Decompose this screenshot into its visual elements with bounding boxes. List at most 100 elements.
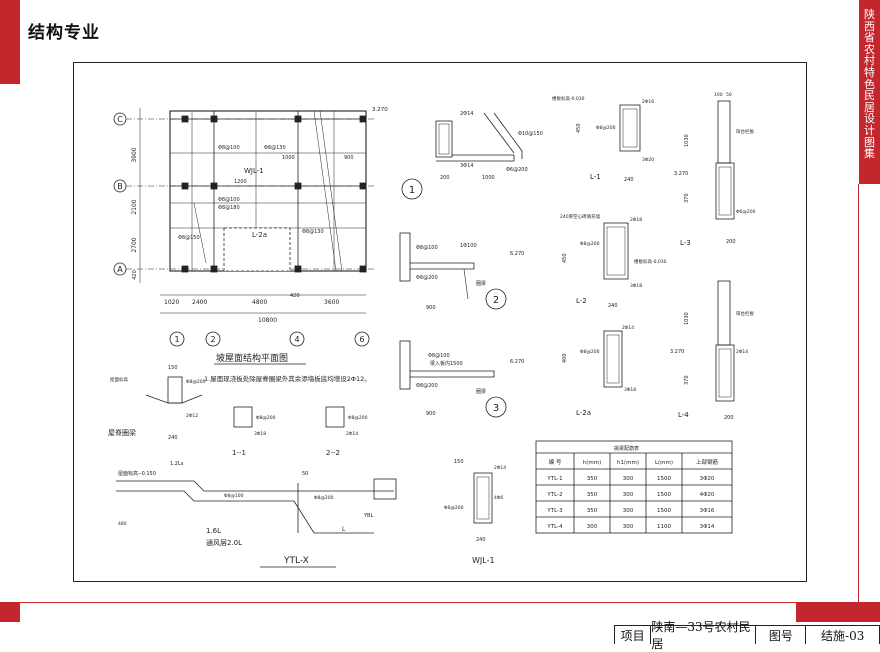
svg-text:Φ8@100: Φ8@100: [224, 493, 244, 499]
svg-text:1.2Ls: 1.2Ls: [170, 461, 184, 467]
drawing-number: 结施-03: [806, 626, 880, 644]
plan-rebar-2: Φ8@130: [264, 145, 286, 151]
svg-text:Φ6@200: Φ6@200: [506, 167, 528, 173]
table-cell: 300: [623, 508, 634, 514]
dim-total: 10800: [258, 317, 277, 324]
dim-top-1: 1020: [164, 299, 179, 306]
section-2: 6.270 Φ8@100 Φ8@200 1Φ100 900 圈梁 2: [399, 232, 524, 311]
axis-col-1: 1: [174, 335, 179, 344]
axis-col-4: 4: [294, 335, 299, 344]
wjl1-detail: 150 2Φ14 4Φ6 Φ6@200 240 WJL-1: [444, 459, 506, 565]
axis-col-6: 6: [359, 335, 364, 344]
dim-left-1: 3900: [131, 147, 138, 162]
svg-text:YBL: YBL: [363, 513, 373, 519]
svg-text:200: 200: [724, 415, 734, 421]
svg-text:480: 480: [118, 521, 127, 527]
side-title-char: 省: [864, 31, 875, 45]
svg-text:通风层2.0L: 通风层2.0L: [206, 538, 242, 547]
plan-title: 坡屋面结构平面图: [216, 352, 288, 364]
svg-text:240: 240: [624, 177, 634, 183]
svg-text:梁入板内1500: 梁入板内1500: [430, 360, 463, 367]
plan-rebar-5: Φ8@130: [302, 229, 324, 235]
svg-text:2Φ14: 2Φ14: [346, 431, 358, 437]
svg-text:圈梁: 圈梁: [476, 280, 486, 287]
svg-text:3.270: 3.270: [674, 171, 688, 177]
svg-text:1Φ100: 1Φ100: [460, 243, 477, 249]
svg-text:150: 150: [168, 365, 178, 371]
axis-row-b: B: [117, 182, 123, 191]
table-cell: 350: [587, 476, 598, 482]
table-cell: 3Φ16: [700, 508, 715, 514]
section-1-number: 1: [409, 185, 415, 196]
svg-text:阳台栏板: 阳台栏板: [736, 310, 754, 317]
cut-2-title: 2--2: [326, 449, 340, 457]
dim-top-5: 3600: [324, 299, 339, 306]
side-title-char: 村: [864, 54, 875, 68]
svg-text:Φ8@100: Φ8@100: [416, 245, 438, 251]
svg-text:4Φ6: 4Φ6: [494, 495, 503, 501]
side-title-char: 居: [864, 100, 875, 114]
table-cell: 1500: [657, 508, 671, 514]
plan-dim-1000: 1000: [282, 155, 295, 161]
svg-text:450: 450: [562, 253, 568, 263]
svg-text:240: 240: [476, 537, 486, 543]
footer-line: [20, 602, 796, 603]
svg-text:370: 370: [684, 375, 690, 385]
table-cell: YTL-3: [546, 508, 563, 514]
beam-l1-title: L-1: [590, 173, 601, 181]
svg-text:240: 240: [608, 303, 618, 309]
plan-label-l2a: L-2a: [252, 231, 267, 239]
svg-text:Φ8@200: Φ8@200: [348, 415, 368, 421]
axis-col-2: 2: [210, 335, 215, 344]
table-cell: 300: [623, 476, 634, 482]
right-footer-block: [796, 602, 880, 622]
drawing-label: 图号: [756, 626, 807, 644]
side-title-char: 陕: [864, 8, 875, 21]
plan-rebar-4: Φ8@180: [218, 205, 240, 211]
svg-text:楼板标高-0.030: 楼板标高-0.030: [552, 95, 585, 102]
section-3-number: 3: [493, 403, 499, 414]
side-title-char: 计: [864, 123, 875, 137]
side-title-char: 特: [864, 65, 875, 79]
svg-text:Φ8@200: Φ8@200: [580, 349, 600, 355]
table-cell: YTL-4: [546, 524, 563, 530]
table-cell: 350: [587, 492, 598, 498]
svg-text:200: 200: [440, 175, 450, 181]
side-divider: [858, 184, 859, 602]
beam-l2-title: L-2: [576, 297, 587, 305]
svg-text:Φ8@100: Φ8@100: [428, 353, 450, 359]
section-2-number: 2: [493, 295, 499, 306]
svg-text:L: L: [342, 526, 346, 533]
ytl-x-detail: 1.2Ls 屋面标高--0.150 Φ8@100 Φ8@200 50 YBL 4…: [116, 461, 397, 568]
svg-text:900: 900: [426, 411, 436, 417]
left-accent-bar: [0, 0, 20, 84]
table-header-cell: h(mm): [583, 460, 602, 466]
section-1: 3.270 2Φ14 3Φ14 Φ10@150 Φ6@200 200 1000 …: [372, 107, 543, 200]
side-title-char: 农: [864, 42, 875, 56]
plan-dim-900: 900: [344, 155, 354, 161]
table-header-cell: 上部钢筋: [696, 458, 719, 466]
table-cell: YTL-1: [546, 476, 562, 482]
svg-text:6.270: 6.270: [510, 251, 524, 257]
plan-rebar-6: Φ8@100: [218, 197, 240, 203]
plan-rebar-1: Φ8@100: [218, 145, 240, 151]
plan-dim-1200: 1200: [234, 179, 247, 185]
table-header-cell: 编 号: [549, 458, 562, 466]
side-title-char: 西: [864, 19, 875, 33]
dim-top-2: 2400: [192, 299, 207, 306]
svg-text:Φ8@200: Φ8@200: [416, 383, 438, 389]
roof-plan: C B A 3900 2100 2700 420 WJ: [113, 108, 374, 383]
svg-text:圈梁: 圈梁: [476, 388, 486, 395]
svg-text:400: 400: [562, 353, 568, 363]
side-title-char: 图: [864, 135, 875, 149]
svg-text:Φ8@200: Φ8@200: [186, 379, 206, 385]
table-header-cell: h1(mm): [617, 460, 639, 466]
svg-text:3Φ18: 3Φ18: [630, 283, 642, 289]
svg-text:Φ6@200: Φ6@200: [444, 505, 464, 511]
beam-l3-title: L-3: [680, 239, 691, 247]
table-cell: 350: [587, 508, 598, 514]
dim-left-2: 2100: [131, 199, 138, 214]
side-title-bar: 陕西省农村特色民居设计图集: [859, 0, 880, 184]
project-label: 项目: [615, 626, 652, 644]
svg-text:1000: 1000: [482, 175, 495, 181]
